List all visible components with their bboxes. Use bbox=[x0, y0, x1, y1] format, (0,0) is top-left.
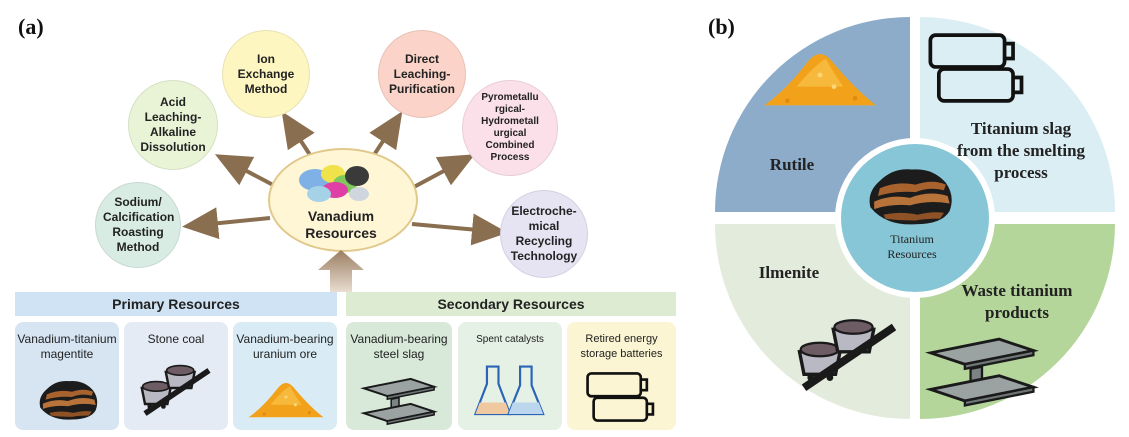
ore-rock-icon bbox=[862, 162, 958, 228]
method-label: Acid Leaching-Alkaline Dissolution bbox=[140, 95, 206, 154]
vanadium-center-oval bbox=[268, 148, 418, 252]
sand-pile-icon bbox=[247, 372, 325, 422]
resource-card-retired-batteries: Retired energy storage batteries bbox=[567, 322, 676, 430]
vanadium-label-line2: Resources bbox=[305, 225, 377, 241]
ore-rock-icon bbox=[35, 374, 101, 424]
card-label: Vanadium-bearing steel slag bbox=[350, 332, 448, 361]
quadrant-label-waste-titanium: Waste titanium products bbox=[961, 281, 1073, 322]
method-circle-pyrometallurgical: Pyrometallu rgical-Hydrometall urgical C… bbox=[462, 80, 558, 176]
primary-resources-bar: Primary Resources bbox=[15, 292, 337, 316]
steel-beam-icon bbox=[360, 372, 438, 428]
resource-card-uranium-ore: Vanadium-bearing uranium ore bbox=[233, 322, 337, 430]
method-circle-roasting: Sodium/ Calcification Roasting Method bbox=[95, 182, 181, 268]
titanium-label-line2: Resources bbox=[887, 247, 937, 261]
method-circle-ion-exchange: Ion Exchange Method bbox=[222, 30, 310, 118]
method-circle-acid-leaching: Acid Leaching-Alkaline Dissolution bbox=[128, 80, 218, 170]
resource-card-spent-catalysts: Spent catalysts bbox=[458, 322, 562, 430]
method-label: Sodium/ Calcification Roasting Method bbox=[103, 195, 175, 254]
flask-icon bbox=[474, 358, 546, 424]
quadrant-label-titanium-slag: Titanium slag from the smelting process bbox=[956, 119, 1086, 182]
resource-card-steel-slag: Vanadium-bearing steel slag bbox=[346, 322, 452, 430]
method-label: Ion Exchange Method bbox=[237, 51, 295, 96]
mining-cart-icon bbox=[134, 364, 220, 428]
quadrant-label-ilmenite: Ilmenite bbox=[758, 263, 820, 282]
panel-b-label: (b) bbox=[708, 14, 735, 39]
card-label: Spent catalysts bbox=[476, 334, 544, 345]
quadrant-label-rutile: Rutile bbox=[769, 155, 815, 174]
vanadium-center-label: Vanadium Resources bbox=[268, 208, 414, 242]
card-label: Stone coal bbox=[147, 332, 205, 346]
method-circle-electrochemical: Electroche-mical Recycling Technology bbox=[500, 190, 588, 278]
sand-pile-icon bbox=[760, 40, 880, 110]
vanadium-crystals-icon bbox=[299, 165, 369, 202]
mining-cart-icon bbox=[788, 318, 910, 408]
card-label: Retired energy storage batteries bbox=[580, 333, 663, 360]
method-arrows bbox=[182, 111, 508, 246]
titanium-label-line1: Titanium bbox=[890, 232, 934, 246]
secondary-resources-bar: Secondary Resources bbox=[346, 292, 676, 316]
card-label: Vanadium-titanium magentite bbox=[17, 332, 117, 361]
resource-card-vanadium-titanium-magnetite: Vanadium-titanium magentite bbox=[15, 322, 119, 430]
battery-icon bbox=[583, 370, 659, 424]
resource-card-stone-coal: Stone coal bbox=[124, 322, 228, 430]
method-label: Electroche-mical Recycling Technology bbox=[510, 204, 578, 263]
card-label: Vanadium-bearing uranium ore bbox=[236, 332, 334, 361]
method-label: Direct Leaching-Purification bbox=[388, 51, 455, 96]
vanadium-label-line1: Vanadium bbox=[307, 208, 375, 224]
panel-a-label: (a) bbox=[18, 14, 44, 39]
steel-beam-icon bbox=[924, 330, 1040, 410]
method-label: Pyrometallu rgical-Hydrometall urgical C… bbox=[481, 92, 539, 163]
battery-icon bbox=[924, 30, 1030, 106]
up-arrow bbox=[318, 250, 364, 292]
method-circle-direct-leaching: Direct Leaching-Purification bbox=[378, 30, 466, 118]
titanium-center-label: Titanium Resources bbox=[864, 232, 960, 262]
